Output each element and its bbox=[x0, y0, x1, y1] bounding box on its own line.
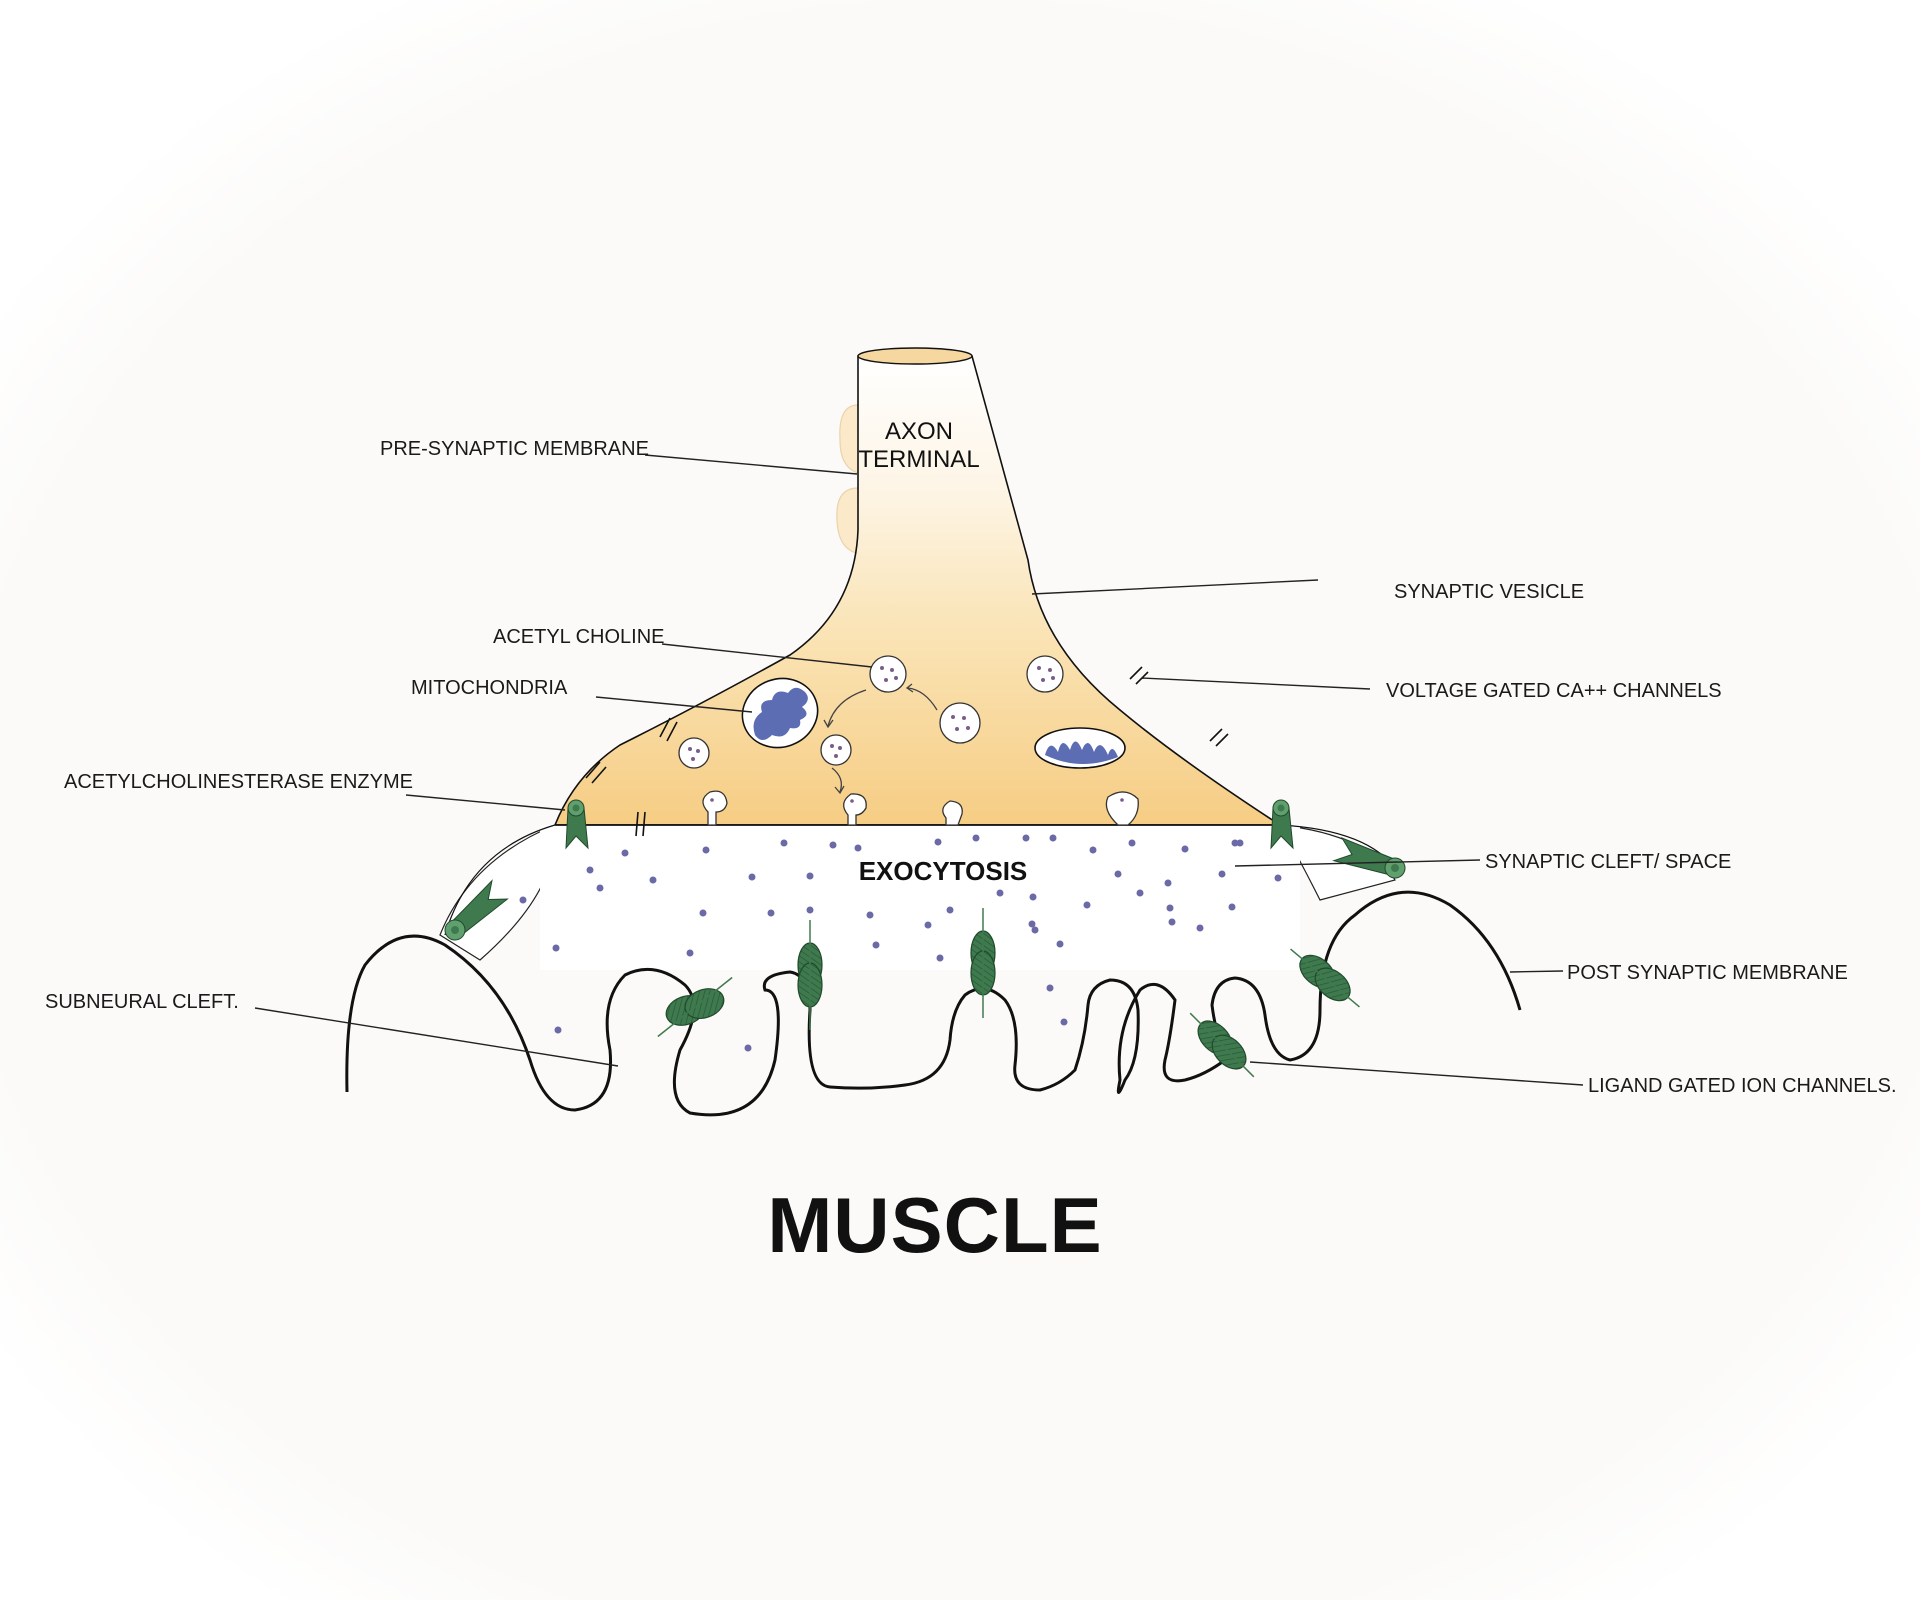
muscle-title: MUSCLE bbox=[767, 1181, 1102, 1269]
synaptic-vesicles bbox=[678, 655, 1139, 826]
vesicle-cycle-arrows bbox=[823, 683, 938, 795]
mitochondrion-left bbox=[741, 677, 819, 749]
label-post-synaptic-membrane: POST SYNAPTIC MEMBRANE bbox=[1567, 962, 1848, 984]
label-pre-synaptic-membrane: PRE-SYNAPTIC MEMBRANE bbox=[380, 438, 649, 460]
axon-terminal-label-2: TERMINAL bbox=[858, 446, 979, 473]
label-subneural-cleft: SUBNEURAL CLEFT. bbox=[45, 991, 239, 1013]
label-ligand-gated-ion-channels: LIGAND GATED ION CHANNELS. bbox=[1588, 1075, 1897, 1097]
acetylcholine-molecules bbox=[519, 834, 1282, 1052]
ligand-gated-ion-channels bbox=[657, 908, 1360, 1078]
post-synaptic-membrane bbox=[345, 890, 1522, 1117]
label-voltage-gated-channels: VOLTAGE GATED CA++ CHANNELS bbox=[1386, 680, 1722, 702]
vesicle-contents bbox=[688, 666, 1124, 803]
label-synaptic-vesicle: SYNAPTIC VESICLE bbox=[1394, 581, 1584, 603]
label-acetyl-choline: ACETYL CHOLINE bbox=[493, 626, 665, 648]
acetylcholinesterase-enzymes bbox=[444, 799, 1406, 941]
label-acetylcholinesterase-enzyme: ACETYLCHOLINESTERASE ENZYME bbox=[64, 771, 413, 793]
label-mitochondria: MITOCHONDRIA bbox=[411, 677, 568, 699]
axon-terminal-body bbox=[553, 355, 1283, 826]
axon-cut-face bbox=[857, 347, 973, 365]
leader-lines bbox=[254, 454, 1584, 1086]
label-synaptic-cleft-space: SYNAPTIC CLEFT/ SPACE bbox=[1485, 851, 1731, 873]
voltage-gated-channels bbox=[585, 666, 1229, 837]
axon-terminal-label-1: AXON bbox=[885, 418, 953, 445]
exocytosis-label: EXOCYTOSIS bbox=[859, 856, 1028, 886]
mitochondrion-right bbox=[1034, 727, 1126, 769]
